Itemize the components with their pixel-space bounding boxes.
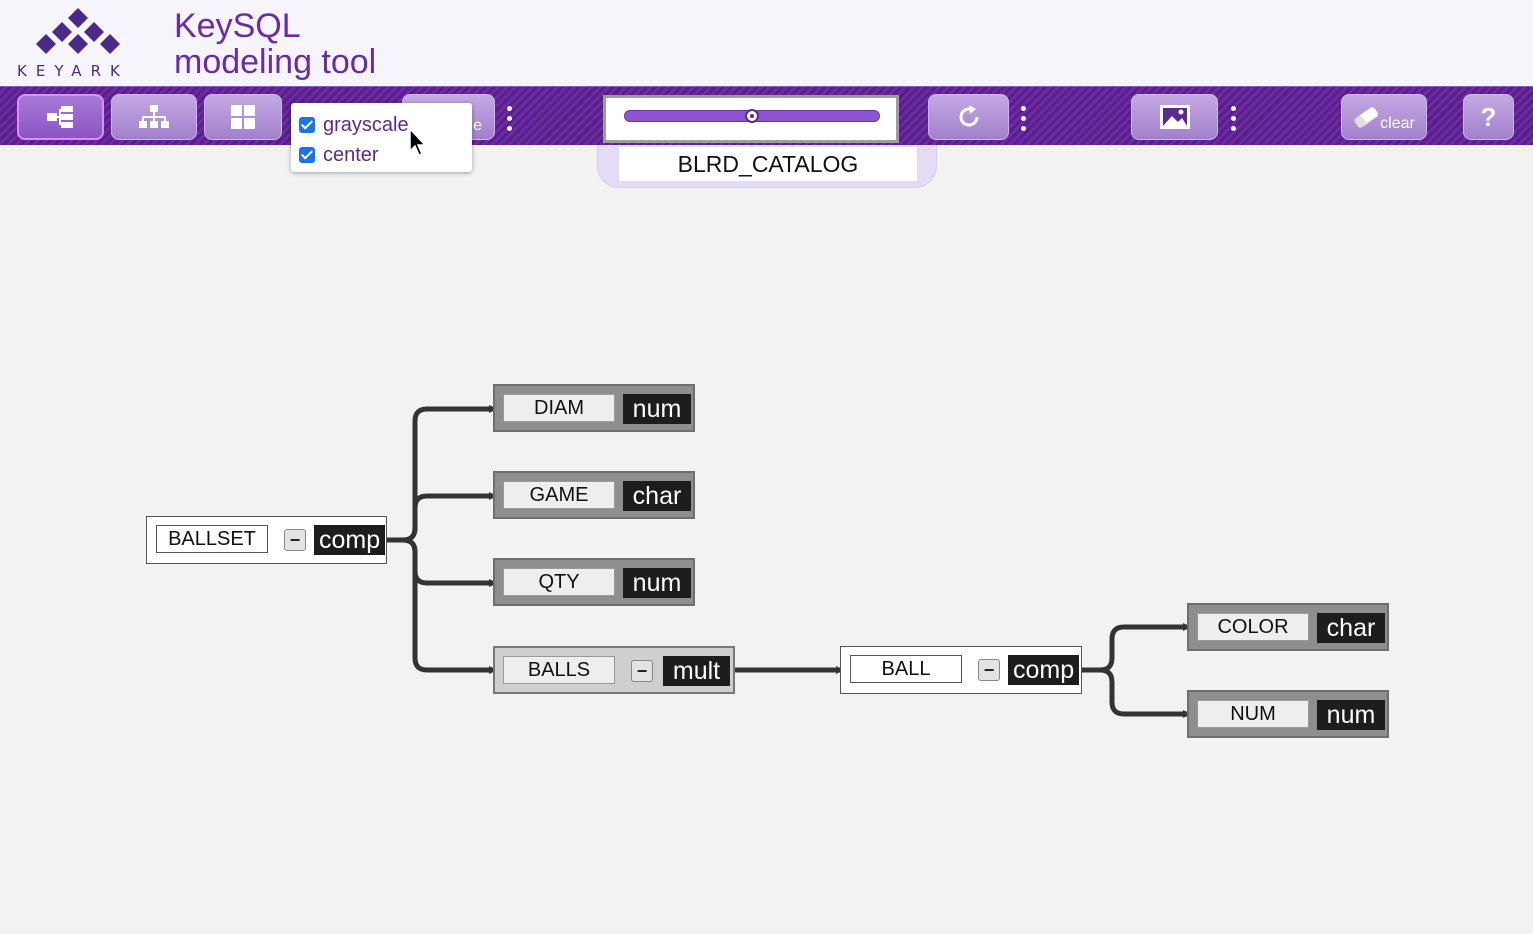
node-name: QTY bbox=[503, 568, 615, 596]
grayscale-option[interactable]: grayscale bbox=[299, 112, 409, 138]
image-options-menu-icon[interactable] bbox=[507, 106, 513, 134]
app-header: KEYARK KeySQL modeling tool bbox=[0, 0, 1533, 86]
tree-icon bbox=[46, 106, 73, 128]
node-name: GAME bbox=[503, 481, 615, 509]
grid-layout-button[interactable] bbox=[204, 94, 282, 140]
keyark-logo bbox=[36, 8, 120, 54]
connector-lines bbox=[386, 405, 1191, 718]
logo-wordmark: KEYARK bbox=[17, 62, 129, 80]
node-type: char bbox=[1317, 613, 1385, 643]
diagram-canvas[interactable]: BALLSET − comp DIAM num GAME char QTY nu… bbox=[0, 145, 1533, 934]
node-type: num bbox=[623, 394, 691, 424]
node-name: BALLSET bbox=[156, 525, 268, 553]
eraser-icon bbox=[1354, 107, 1379, 128]
node-diam[interactable]: DIAM num bbox=[493, 384, 695, 432]
help-icon: ? bbox=[1480, 101, 1497, 132]
mouse-cursor-icon bbox=[409, 128, 427, 156]
app-title: KeySQL modeling tool bbox=[174, 8, 376, 80]
hierarchy-layout-button[interactable] bbox=[111, 94, 197, 140]
node-name: NUM bbox=[1197, 700, 1309, 728]
node-ballset[interactable]: BALLSET − comp bbox=[146, 516, 387, 564]
grayscale-label: grayscale bbox=[323, 113, 409, 136]
node-type: mult bbox=[663, 656, 730, 686]
collapse-button[interactable]: − bbox=[284, 529, 306, 551]
title-line-1: KeySQL bbox=[174, 7, 301, 45]
node-type: comp bbox=[314, 525, 386, 555]
title-line-2: modeling tool bbox=[174, 43, 377, 81]
node-type: num bbox=[1317, 700, 1385, 730]
zoom-slider-thumb[interactable] bbox=[745, 109, 759, 123]
center-option[interactable]: center bbox=[299, 142, 379, 168]
refresh-menu-icon[interactable] bbox=[1021, 106, 1027, 134]
image-options-dropdown: grayscale center bbox=[291, 103, 472, 172]
center-label: center bbox=[323, 143, 379, 166]
help-button[interactable]: ? bbox=[1463, 94, 1514, 140]
node-balls[interactable]: BALLS − mult bbox=[493, 646, 735, 694]
catalog-name[interactable]: BLRD_CATALOG bbox=[619, 147, 917, 181]
org-chart-icon bbox=[139, 105, 169, 128]
picture-icon bbox=[1159, 105, 1190, 129]
node-num[interactable]: NUM num bbox=[1187, 690, 1389, 738]
collapse-button[interactable]: − bbox=[978, 659, 1000, 681]
node-name: BALLS bbox=[503, 656, 615, 684]
image-options-label: e bbox=[473, 117, 482, 134]
node-color[interactable]: COLOR char bbox=[1187, 603, 1389, 651]
toolbar: e clear ? bbox=[0, 86, 1533, 146]
node-game[interactable]: GAME char bbox=[493, 471, 695, 519]
center-checkbox[interactable] bbox=[299, 147, 315, 163]
node-type: num bbox=[623, 568, 691, 598]
clear-label: clear bbox=[1380, 115, 1415, 132]
export-image-button[interactable] bbox=[1131, 94, 1218, 140]
node-type: comp bbox=[1008, 655, 1080, 685]
grayscale-checkbox[interactable] bbox=[299, 117, 315, 133]
catalog-tab: BLRD_CATALOG bbox=[597, 145, 937, 188]
node-name: COLOR bbox=[1197, 613, 1309, 641]
clear-button[interactable]: clear bbox=[1341, 94, 1427, 140]
zoom-slider-box bbox=[603, 95, 899, 143]
node-type: char bbox=[623, 481, 691, 511]
refresh-icon bbox=[959, 105, 978, 127]
node-name: BALL bbox=[850, 655, 962, 683]
node-qty[interactable]: QTY num bbox=[493, 558, 695, 606]
refresh-button[interactable] bbox=[928, 94, 1009, 140]
export-menu-icon[interactable] bbox=[1231, 106, 1237, 134]
node-ball[interactable]: BALL − comp bbox=[840, 646, 1082, 694]
tree-layout-button[interactable] bbox=[17, 94, 104, 140]
grid-icon bbox=[231, 105, 255, 129]
node-name: DIAM bbox=[503, 394, 615, 422]
collapse-button[interactable]: − bbox=[631, 660, 653, 682]
